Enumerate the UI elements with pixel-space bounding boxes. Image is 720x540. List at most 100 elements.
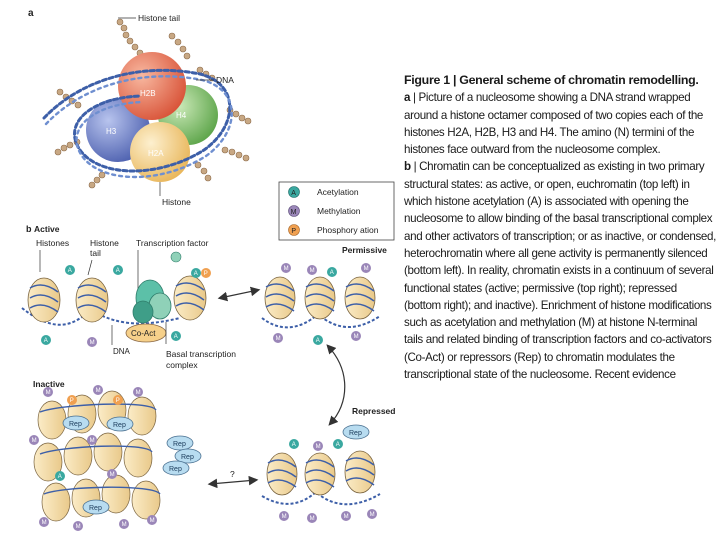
- histone-tail-b-line1: Histone: [90, 238, 119, 248]
- dna-strand: [42, 68, 233, 179]
- caption-title: Figure 1 | General scheme of chromatin r…: [404, 72, 716, 89]
- svg-text:M: M: [310, 268, 315, 274]
- svg-text:M: M: [282, 514, 287, 520]
- svg-text:A: A: [116, 268, 120, 274]
- svg-text:A: A: [292, 442, 296, 448]
- h2a-label: H2A: [148, 149, 164, 158]
- rep-label-5: Rep: [169, 466, 182, 473]
- caption-b-label: b: [404, 160, 411, 174]
- rep-label-3: Rep: [173, 441, 186, 448]
- h2b-label: H2B: [140, 89, 156, 98]
- active-nucleosome-1: [27, 277, 61, 323]
- svg-text:M: M: [316, 444, 321, 450]
- permissive-chromatin: M M A M M A M: [261, 263, 381, 345]
- phosphorylation-icon: [288, 224, 300, 236]
- rep-label-2: Rep: [113, 422, 126, 429]
- basal-line2: complex: [166, 360, 198, 370]
- active-nucleosome-3: [173, 275, 207, 321]
- modification-legend: A Acetylation M Methylation P Phosphory …: [278, 181, 395, 241]
- caption-a-text: Picture of a nucleosome showing a DNA st…: [404, 91, 704, 157]
- histones-label: Histones: [36, 238, 69, 248]
- legend-methylation: Methylation: [317, 206, 361, 216]
- nucleosome-illustration: H2B H4 H3 H2A Histone tail DNA Histone: [42, 13, 252, 207]
- svg-text:M: M: [136, 390, 141, 396]
- svg-text:M: M: [96, 388, 101, 394]
- svg-text:A: A: [58, 474, 62, 480]
- repressed-label: Repressed: [352, 406, 395, 416]
- panel-b-letter: b: [26, 224, 32, 234]
- svg-text:A: A: [174, 334, 178, 340]
- svg-text:A: A: [68, 268, 72, 274]
- active-nucleosome-2: [75, 277, 109, 323]
- tail-pointer: [87, 259, 93, 276]
- rep-ovals-inactive: [62, 415, 202, 515]
- svg-text:A: A: [336, 442, 340, 448]
- dna-label-b: DNA: [113, 347, 131, 356]
- rep-label-4: Rep: [181, 454, 194, 461]
- svg-text:M: M: [354, 334, 359, 340]
- svg-text:M: M: [284, 266, 289, 272]
- rep-oval-repressed: [342, 424, 370, 440]
- histone-tail-label: Histone tail: [138, 13, 180, 23]
- inactive-repressed-arrow: [207, 475, 259, 489]
- dna-label-a: DNA: [216, 75, 234, 85]
- permissive-repressed-arrow: [326, 344, 346, 426]
- svg-text:M: M: [370, 512, 375, 518]
- inactive-label: Inactive: [33, 379, 65, 389]
- svg-text:P: P: [204, 271, 208, 277]
- h2b-sphere: [118, 52, 186, 120]
- h2a-sphere: [130, 122, 190, 182]
- svg-text:M: M: [310, 516, 315, 522]
- phosphorylation-icon-letter: P: [291, 228, 296, 235]
- svg-text:M: M: [276, 336, 281, 342]
- permissive-label: Permissive: [342, 245, 387, 255]
- repressed-chromatin: Rep A M A M M M M: [261, 424, 381, 523]
- rep-label-repressed: Rep: [349, 430, 362, 437]
- methylation-icon: [288, 205, 300, 217]
- h4-label: H4: [176, 111, 187, 120]
- histone-label: Histone: [162, 197, 191, 207]
- question-mark: ?: [230, 469, 235, 479]
- acetylation-icon-letter: A: [291, 190, 296, 197]
- transcription-factor-complex: [132, 279, 172, 324]
- rep-label-1: Rep: [69, 421, 82, 428]
- acetylation-icon: [288, 186, 300, 198]
- svg-text:M: M: [110, 472, 115, 478]
- active-chromatin: Co-Act A A A P A M A DNA Basal transcrip…: [21, 251, 236, 370]
- active-permissive-arrow: [217, 286, 261, 302]
- svg-text:M: M: [364, 266, 369, 272]
- svg-text:A: A: [194, 271, 198, 277]
- rep-label-6: Rep: [89, 505, 102, 512]
- svg-text:P: P: [70, 398, 74, 404]
- svg-text:M: M: [42, 520, 47, 526]
- svg-text:M: M: [46, 390, 51, 396]
- caption-b: b | Chromatin can be conceptualized as e…: [404, 160, 716, 382]
- svg-text:P: P: [116, 398, 120, 404]
- svg-text:A: A: [316, 338, 320, 344]
- methylation-icon-letter: M: [291, 209, 297, 216]
- legend-phosphorylation: Phosphory ation: [317, 225, 379, 235]
- svg-text:A: A: [44, 338, 48, 344]
- svg-text:M: M: [344, 514, 349, 520]
- svg-text:M: M: [122, 522, 127, 528]
- legend-acetylation: Acetylation: [317, 187, 359, 197]
- panel-a-letter: a: [28, 8, 34, 19]
- svg-text:M: M: [90, 340, 95, 346]
- h3-label: H3: [106, 127, 117, 136]
- svg-text:M: M: [76, 524, 81, 530]
- basal-line1: Basal transcription: [166, 349, 236, 359]
- caption-b-text: Chromatin can be conceptualized as exist…: [404, 160, 716, 382]
- active-label: Active: [34, 224, 60, 234]
- svg-text:M: M: [150, 518, 155, 524]
- caption-a: a | Picture of a nucleosome showing a DN…: [404, 91, 704, 157]
- transcription-factor-label: Transcription factor: [136, 238, 209, 248]
- svg-text:A: A: [330, 270, 334, 276]
- inactive-chromatin: Rep Rep Rep Rep Rep Rep M P M P M M M A …: [29, 385, 202, 531]
- caption-title-text: Figure 1 | General scheme of chromatin r…: [404, 73, 699, 87]
- histone-tail-b-line2: tail: [90, 248, 101, 258]
- svg-text:M: M: [90, 438, 95, 444]
- active-marks: A A A P A M A: [41, 251, 211, 347]
- co-act-label: Co-Act: [131, 329, 156, 338]
- svg-text:M: M: [32, 438, 37, 444]
